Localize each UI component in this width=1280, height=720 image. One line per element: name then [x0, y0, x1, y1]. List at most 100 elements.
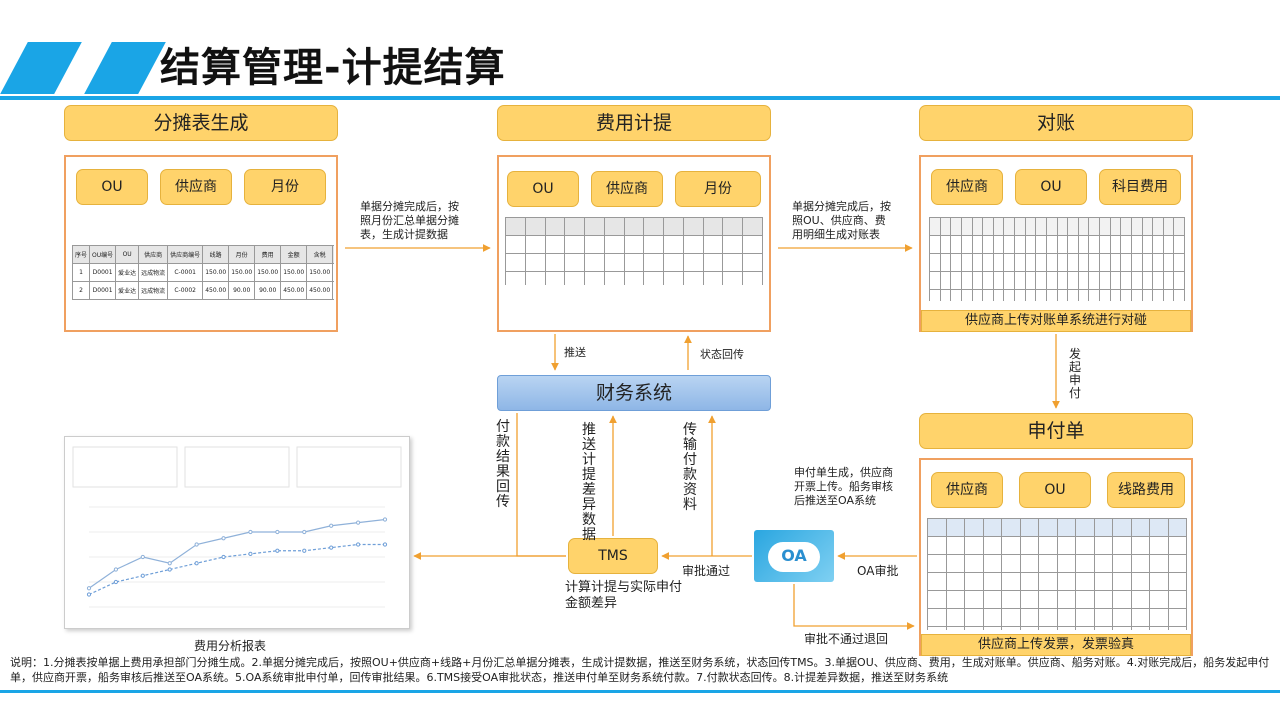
thumbnail-cell [1019, 590, 1039, 609]
thumbnail-row [927, 572, 1187, 591]
data-point [382, 542, 388, 547]
table-cell: 450.00 [306, 281, 334, 300]
thumbnail-cell [1130, 608, 1150, 627]
thumbnail-cell [971, 217, 984, 236]
thumbnail-row [929, 289, 1185, 301]
report-caption: 费用分析报表 [194, 639, 267, 653]
thumbnail-cell [1149, 608, 1169, 627]
thumbnail-cell [1099, 289, 1111, 301]
thumbnail-cell [1077, 271, 1090, 290]
thumbnail-cell [544, 235, 566, 254]
table-header-cell: 供应商编号 [167, 245, 204, 264]
thumbnail-cell [1003, 217, 1015, 236]
thumbnail-cell [1120, 271, 1132, 290]
header-stripe-right [84, 42, 166, 94]
thumbnail-cell [982, 253, 994, 272]
thumbnail-cell [1024, 253, 1037, 272]
thumbnail-cell [1003, 253, 1015, 272]
data-point [113, 567, 119, 572]
table-cell: C-0002 [167, 281, 204, 300]
table-cell: 450.00 [332, 281, 334, 300]
thumbnail-cell [1019, 572, 1039, 591]
thumbnail-cell [1149, 536, 1169, 555]
thumbnail-cell [1141, 271, 1154, 290]
thumbnail-cell [1112, 536, 1132, 555]
chip-ou: OU [1019, 472, 1091, 508]
thumbnail-cell [1167, 554, 1187, 573]
thumbnail-cell [939, 253, 952, 272]
thumbnail-cell [1099, 235, 1111, 254]
thumbnail-cell [939, 217, 952, 236]
table-cell: 2 [72, 281, 91, 300]
thumbnail-cell [960, 253, 973, 272]
thumbnail-cell [982, 271, 994, 290]
thumbnail-cell [564, 253, 586, 272]
thumbnail-cell [929, 271, 941, 290]
table-cell: 远成物流 [138, 281, 169, 300]
thumbnail-cell [1075, 572, 1095, 591]
data-point [221, 554, 226, 560]
thumbnail-cell [1167, 590, 1187, 609]
summary-tile [72, 446, 178, 488]
thumbnail-cell [927, 590, 947, 609]
thumbnail-cell [971, 289, 984, 301]
thumbnail-cell [643, 235, 665, 254]
thumbnail-cell [1130, 536, 1150, 555]
table-header-cell: 含税 [306, 245, 334, 264]
thumbnail-cell [1099, 271, 1111, 290]
thumbnail-cell [1024, 217, 1037, 236]
thumbnail-cell [564, 271, 586, 285]
table-header-cell: 线路 [202, 245, 230, 264]
data-point [329, 545, 334, 550]
thumbnail-cell [722, 217, 744, 236]
thumbnail-cell [1130, 289, 1143, 301]
oa-label: OA [781, 546, 807, 565]
thumbnail-cell [1038, 590, 1058, 609]
thumbnail-cell [1167, 608, 1187, 627]
table-cell: C-0001 [167, 263, 204, 282]
thumbnail-cell [1067, 217, 1079, 236]
thumbnail-cell [1099, 217, 1111, 236]
thumbnail-cell [945, 554, 965, 573]
thumbnail-cell [1112, 518, 1132, 537]
thumbnail-cell [982, 590, 1002, 609]
table-header-cell: 月份 [228, 245, 256, 264]
thumbnail-cell [1093, 554, 1113, 573]
table-header-cell: 不含税 [332, 245, 334, 264]
note-oa-approval: OA审批 [857, 564, 899, 578]
thumbnail-cell [945, 590, 965, 609]
thumbnail-cell [1056, 289, 1069, 301]
thumbnail-cell [1045, 289, 1058, 301]
thumbnail-cell [982, 572, 1002, 591]
thumbnail-cell [564, 217, 586, 236]
thumbnail-cell [1149, 554, 1169, 573]
thumbnail-cell [964, 590, 984, 609]
thumbnail-cell [1056, 253, 1069, 272]
thumbnail-cell [1088, 235, 1100, 254]
thumbnail-cell [1038, 626, 1058, 630]
thumbnail-cell [927, 518, 947, 537]
thumbnail-row [505, 271, 763, 285]
thumbnail-cell [982, 235, 994, 254]
thumbnail-cell [1112, 608, 1132, 627]
data-point [113, 579, 119, 585]
thumbnail-cell [960, 271, 973, 290]
thumbnail-cell [982, 608, 1002, 627]
thumbnail-cell [505, 253, 526, 272]
thumbnail-cell [1088, 271, 1100, 290]
thumbnail-cell [1162, 253, 1175, 272]
thumbnail-cell [1075, 608, 1095, 627]
thumbnail-cell [1067, 253, 1079, 272]
thumbnail-row [929, 235, 1185, 254]
table-cell: 150.00 [306, 263, 334, 282]
thumbnail-cell [1056, 554, 1076, 573]
reconcile-table-thumbnail [929, 217, 1185, 301]
thumbnail-cell [584, 253, 605, 272]
thumbnail-cell [1152, 271, 1164, 290]
note-rejected: 审批不通过退回 [804, 632, 889, 646]
thumbnail-cell [1001, 572, 1021, 591]
thumbnail-cell [663, 271, 684, 285]
thumbnail-cell [722, 271, 744, 285]
note-accrual-to-reconcile: 单据分摊完成后，按照OU、供应商、费用明细生成对账表 [792, 200, 891, 241]
thumbnail-cell [702, 217, 724, 236]
